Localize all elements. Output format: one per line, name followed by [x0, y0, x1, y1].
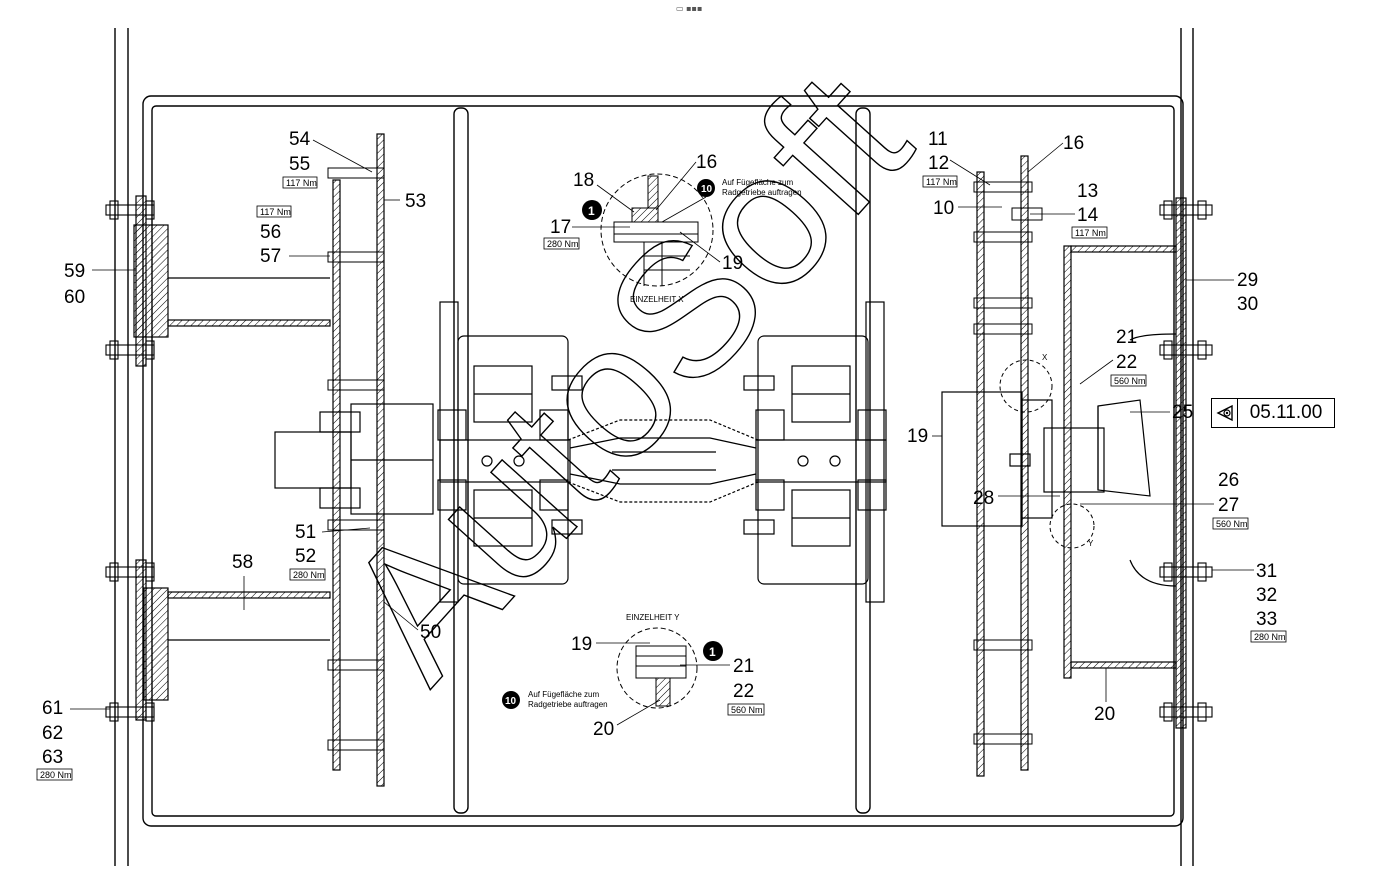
callout-26: 26	[1218, 470, 1239, 491]
callout-56: 56	[260, 222, 281, 243]
eye-triangle-icon	[1212, 399, 1238, 427]
detail-x-title: EINZELHEIT X	[630, 295, 684, 304]
detail-x-callout-18: 18	[573, 170, 594, 191]
callout-11: 11	[928, 129, 948, 150]
torque-14: 117 Nm	[1075, 228, 1106, 238]
callout-25: 25	[1172, 402, 1193, 423]
detail-x-note-badge	[697, 179, 715, 197]
torque-22: 560 Nm	[1114, 376, 1146, 386]
callout-16: 16	[1063, 133, 1084, 154]
callout-51: 51	[295, 522, 316, 543]
torque-33: 280 Nm	[1254, 632, 1286, 642]
toolbar-indicator: ▭ ▪▪▪	[676, 4, 703, 13]
callout-20: 20	[1094, 704, 1115, 725]
detail-y-note-line-2: Radgetriebe auftragen	[528, 700, 608, 709]
callout-10: 10	[933, 198, 954, 219]
callout-54: 54	[289, 129, 311, 150]
callout-63: 63	[42, 747, 63, 768]
callout-13: 13	[1077, 181, 1098, 202]
detail-x-note-line-2: Radgetriebe auftragen	[722, 188, 802, 197]
callout-50: 50	[420, 622, 441, 643]
detail-marker-x: X	[1042, 353, 1048, 362]
callout-28: 28	[973, 488, 994, 509]
callout-12: 12	[928, 153, 949, 174]
detail-y-title: EINZELHEIT Y	[626, 613, 680, 622]
detail-x: EINZELHEIT X 10 Auf Fügefläche zum Radge…	[543, 152, 802, 304]
detail-x-note-badge-text: 10	[701, 184, 713, 195]
detail-marker-y-circle	[1049, 503, 1095, 549]
left-callouts: 54 55 117 Nm 117 Nm 56 57 53 59 60 51 52…	[36, 129, 441, 781]
detail-y-callout-20: 20	[593, 719, 614, 740]
detail-y-callout-22: 22	[733, 681, 754, 702]
detail-y-note-badge-text: 10	[505, 696, 517, 707]
detail-y-torque-box	[727, 703, 765, 716]
callout-30: 30	[1237, 294, 1258, 315]
callout-62: 62	[42, 723, 63, 744]
callout-31: 31	[1256, 561, 1277, 582]
callout-52: 52	[295, 546, 316, 567]
right-assembly	[941, 155, 1213, 777]
detail-y-note-badge	[502, 691, 520, 709]
detail-x-callout-17: 17	[550, 217, 571, 238]
detail-y-badge-text: 1	[709, 645, 716, 659]
callout-57: 57	[260, 246, 281, 267]
detail-y-badge	[703, 641, 723, 661]
callout-33: 33	[1256, 609, 1277, 630]
detail-y-torque: 560 Nm	[731, 705, 763, 715]
detail-x-torque-box	[543, 237, 580, 250]
central-axle	[437, 301, 887, 603]
right-callouts: 11 12 117 Nm 16 10 13 14 117 Nm 29 30 21…	[907, 129, 1287, 725]
detail-x-badge-text: 1	[588, 204, 595, 218]
callout-59: 59	[64, 261, 85, 282]
callout-32: 32	[1256, 585, 1277, 606]
detail-marker-x-circle	[999, 359, 1053, 413]
detail-marker-y: Y	[1088, 539, 1094, 548]
detail-y-callout-19: 19	[571, 634, 592, 655]
torque-56: 117 Nm	[260, 207, 291, 217]
detail-y-callout-21: 21	[733, 656, 754, 677]
callout-19: 19	[907, 426, 928, 447]
detail-x-torque: 280 Nm	[547, 239, 579, 249]
detail-x-callout-19: 19	[722, 253, 743, 274]
callout-53: 53	[405, 191, 426, 212]
callout-21: 21	[1116, 327, 1137, 348]
callout-61: 61	[42, 698, 63, 719]
callout-58: 58	[232, 552, 253, 573]
torque-12: 117 Nm	[926, 177, 957, 187]
left-assembly	[105, 133, 434, 787]
callout-14: 14	[1077, 205, 1099, 226]
reference-page-box[interactable]: 05.11.00	[1211, 398, 1335, 428]
detail-x-callout-16: 16	[696, 152, 717, 173]
detail-x-badge	[582, 200, 602, 220]
detail-x-note-line-1: Auf Fügefläche zum	[722, 178, 793, 187]
callout-22: 22	[1116, 352, 1137, 373]
detail-y: EINZELHEIT Y 1 10 Auf Fügefläche zum Rad…	[502, 613, 765, 740]
callout-27: 27	[1218, 495, 1239, 516]
callout-60: 60	[64, 287, 85, 308]
torque-27: 560 Nm	[1216, 519, 1248, 529]
torque-55: 117 Nm	[286, 178, 317, 188]
reference-label: 05.11.00	[1249, 402, 1323, 423]
torque-63: 280 Nm	[40, 770, 72, 780]
detail-y-note-line-1: Auf Fügefläche zum	[528, 690, 599, 699]
torque-52: 280 Nm	[293, 570, 325, 580]
callout-55: 55	[289, 154, 310, 175]
callout-29: 29	[1237, 270, 1258, 291]
